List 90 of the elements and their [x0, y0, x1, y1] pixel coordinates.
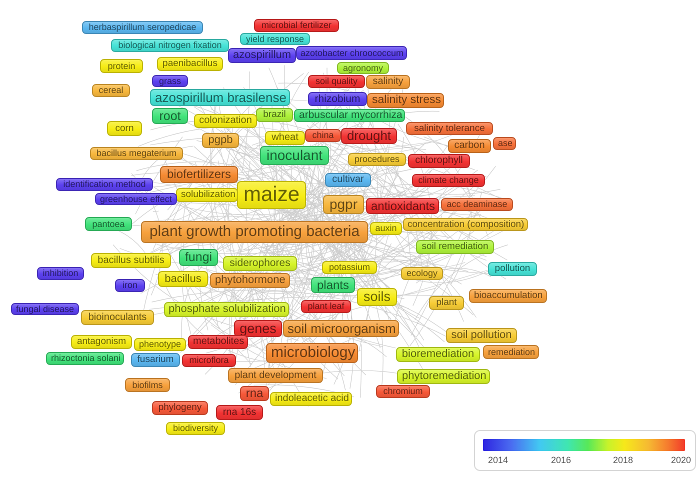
- year-tick-label: 2020: [671, 455, 692, 466]
- year-tick-label: 2014: [488, 455, 508, 466]
- keyword-label: microbiology: [266, 343, 358, 363]
- keyword-label: drought: [341, 128, 397, 144]
- keyword-label: bioinoculants: [81, 310, 154, 325]
- keyword-label: azotobacter chroococcum: [296, 46, 406, 60]
- keyword-label: rhizobium: [308, 92, 367, 106]
- keyword-label: rna 16s: [216, 405, 263, 420]
- keyword-label: biological nitrogen fixation: [111, 39, 229, 52]
- keyword-label: carbon: [448, 139, 491, 153]
- keyword-label: genes: [234, 320, 282, 337]
- keyword-label: protein: [100, 59, 143, 73]
- keyword-label: bioremediation: [396, 347, 480, 362]
- keyword-label: azospirillum: [228, 48, 296, 63]
- year-tick-label: 2016: [551, 455, 572, 466]
- keyword-label: plant growth promoting bacteria: [141, 221, 368, 243]
- keyword-label: antioxidants: [366, 198, 439, 214]
- keyword-label: soil quality: [308, 75, 365, 88]
- keyword-label: cereal: [92, 84, 130, 97]
- keyword-label: chromium: [376, 385, 430, 398]
- keyword-label: plants: [311, 277, 355, 293]
- keyword-label: iron: [115, 279, 145, 292]
- keyword-label: concentration (composition): [402, 218, 528, 231]
- keyword-label: salinity tolerance: [406, 122, 493, 135]
- keyword-label: brazil: [256, 108, 293, 122]
- keyword-label: phosphate solubilization: [164, 302, 288, 317]
- keyword-label: remediation: [483, 345, 539, 359]
- keyword-label: fungal disease: [11, 303, 79, 315]
- keyword-label: solubilization: [176, 188, 238, 202]
- keyword-label: herbaspirillum seropedicae: [82, 21, 203, 34]
- keyword-label: soils: [357, 288, 397, 306]
- keyword-label: corn: [107, 121, 142, 136]
- keyword-label: inoculant: [260, 146, 329, 165]
- keyword-label: ecology: [401, 267, 443, 280]
- keyword-label: maize: [237, 181, 306, 209]
- keyword-label: soil pollution: [446, 328, 517, 343]
- keyword-label: grass: [152, 75, 188, 87]
- keyword-label: rhizoctonia solani: [46, 352, 124, 365]
- keyword-label: wheat: [265, 131, 305, 145]
- keyword-label: bacillus: [158, 271, 208, 287]
- keyword-label: indoleacetic acid: [270, 392, 352, 406]
- keyword-label: biofilms: [125, 378, 170, 392]
- keyword-label: procedures: [348, 153, 406, 166]
- keyword-label: chlorophyll: [408, 154, 470, 168]
- keyword-label: bacillus subtilis: [91, 253, 171, 268]
- keyword-label: siderophores: [223, 256, 297, 271]
- keyword-label: plant: [429, 296, 464, 310]
- keyword-label: fusarium: [131, 353, 180, 367]
- keyword-label: auxin: [370, 222, 402, 235]
- keyword-label: microbial fertilizer: [254, 19, 339, 32]
- keyword-label: biofertilizers: [160, 166, 238, 183]
- keyword-label: paenibacillus: [157, 57, 223, 71]
- keyword-label: china: [305, 129, 341, 142]
- keyword-label: agronomy: [337, 62, 389, 74]
- keyword-label: phylogeny: [152, 401, 208, 415]
- keyword-label: colonization: [194, 114, 257, 128]
- keyword-label: arbuscular mycorrhiza: [294, 109, 405, 122]
- keyword-label: bacillus megaterium: [90, 147, 183, 160]
- keyword-label: pgpb: [202, 133, 239, 148]
- keyword-label: metabolites: [188, 335, 248, 349]
- keyword-label: fungi: [179, 249, 218, 266]
- keyword-label: phytoremediation: [397, 369, 490, 384]
- keyword-label: potassium: [322, 261, 377, 274]
- keyword-label: biodiversity: [166, 422, 225, 435]
- keyword-label: pollution: [488, 262, 537, 276]
- keyword-label: plant leaf: [301, 300, 351, 313]
- keyword-label: phenotype: [134, 338, 186, 351]
- keyword-label: acc deaminase: [441, 198, 513, 211]
- keyword-label: phytohormone: [210, 273, 290, 288]
- keyword-label: soil remediation: [416, 240, 494, 254]
- keyword-label: cultivar: [325, 173, 371, 187]
- keyword-label: antagonism: [71, 335, 132, 349]
- keyword-label: microflora: [182, 354, 236, 367]
- keyword-label: greenhouse effect: [95, 193, 177, 205]
- keyword-label: salinity stress: [367, 93, 444, 108]
- keyword-label: bioaccumulation: [469, 289, 547, 303]
- keyword-label: soil microorganism: [282, 320, 398, 337]
- keyword-label: ase: [493, 137, 516, 150]
- keyword-label: identification method: [56, 178, 153, 191]
- year-tick-label: 2018: [613, 455, 634, 466]
- keyword-label: climate change: [412, 174, 485, 187]
- keyword-label: root: [152, 108, 188, 124]
- keyword-label: salinity: [366, 75, 410, 89]
- keyword-label: pantoea: [85, 217, 132, 231]
- keyword-label: plant development: [228, 368, 323, 383]
- keyword-label: yield response: [240, 33, 310, 45]
- keyword-label: inhibition: [37, 267, 84, 280]
- keyword-label: azospirillum brasilense: [150, 89, 290, 106]
- keyword-label: pgpr: [323, 195, 364, 214]
- keyword-label: rna: [240, 386, 269, 401]
